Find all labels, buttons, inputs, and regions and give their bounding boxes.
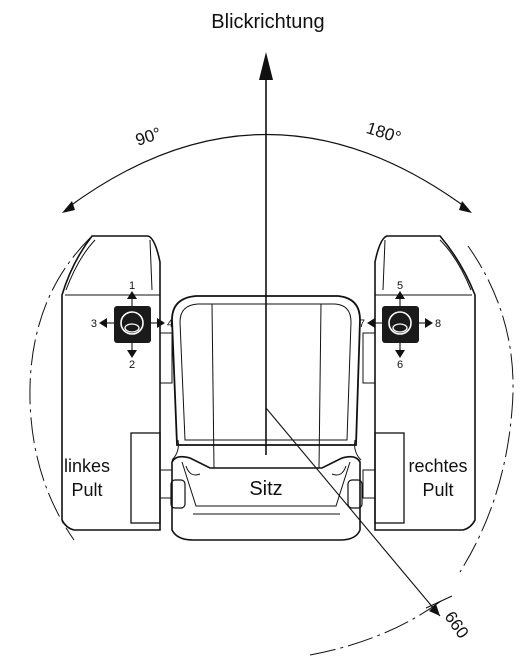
- right-joystick-dir-up: 5: [397, 280, 403, 292]
- angle-right-label: 180°: [364, 118, 403, 147]
- right-console-label-line1: rechtes: [408, 456, 467, 476]
- right-console: rechtes Pult: [362, 235, 476, 531]
- swing-circle-right: [459, 245, 514, 573]
- radius-dimension-tick: [425, 595, 453, 609]
- viewing-direction-arrowhead: [259, 52, 273, 80]
- swivel-arc: [65, 133, 469, 210]
- left-joystick-dir-up: 1: [129, 280, 135, 292]
- swing-circle-left: [29, 237, 91, 541]
- radius-dimension-line: [265, 407, 441, 617]
- left-console-label-line2: Pult: [71, 480, 102, 500]
- seat-label: Sitz: [249, 478, 282, 500]
- left-console: linkes Pult: [61, 235, 173, 531]
- dimension-label: 660: [441, 608, 473, 642]
- radius-dimension-arrowhead: [429, 604, 440, 616]
- left-joystick-dir-right: 4: [167, 318, 173, 330]
- swivel-arc-arrow-left: [62, 201, 75, 213]
- seat: Sitz: [170, 295, 363, 541]
- right-joystick-dir-down: 6: [397, 359, 403, 371]
- swivel-arc-arrow-right: [459, 201, 472, 213]
- angle-left-label: 90°: [133, 124, 163, 150]
- left-console-label-line1: linkes: [64, 456, 110, 476]
- right-joystick: 5 6 7 8: [359, 280, 441, 371]
- right-console-label-line2: Pult: [422, 480, 453, 500]
- title-text: Blickrichtung: [211, 11, 324, 33]
- left-joystick-dir-left: 3: [91, 318, 97, 330]
- left-joystick: 1 2 3 4: [91, 280, 173, 371]
- right-joystick-dir-right: 8: [435, 318, 441, 330]
- left-joystick-dir-down: 2: [129, 359, 135, 371]
- right-joystick-dir-left: 7: [359, 318, 365, 330]
- swing-circle-bottom: [309, 597, 446, 656]
